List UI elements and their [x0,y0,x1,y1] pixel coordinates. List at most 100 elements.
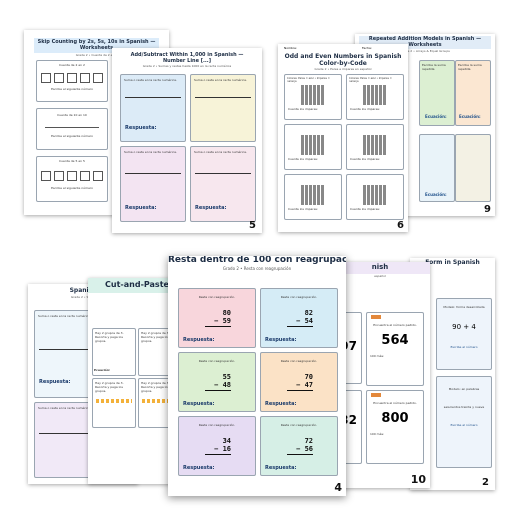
page-number: 2 [482,477,489,488]
worksheet-add-subtract: Add/Subtract Within 1,000 in Spanish — N… [112,48,262,233]
problem-card: Suma o resta en la recta numérica. Respu… [120,74,186,142]
sheet-title: nish [371,263,389,271]
color-card: Cuenta los impares: [284,174,342,220]
equation-label: Ecuación: [94,368,111,372]
minuend: 80 [222,309,231,317]
minuend: 82 [304,309,313,317]
subtrahend: − 54 [296,317,313,325]
model-card: Escribe la suma repetida [419,60,455,126]
answer-label: Respuesta: [125,125,157,131]
color-card: Cuenta los impares: [284,124,342,170]
model-card: Escribe la suma repetida [455,60,491,126]
answer-label: Respuesta: [195,205,227,211]
card-text: Suma o resta en la recta numérica. [194,150,247,154]
answer-label: Respuesta: [183,401,215,407]
card-heading: Cuenta de 10 en 10 [57,113,87,117]
answer-rule [287,390,313,391]
group-card: Hay 2 grupos de 3. Recorta y pega los gr… [92,378,136,428]
number-card: Encuentra el número pedido. 800 100 más: [366,390,424,464]
minuend: 34 [222,437,231,445]
card-text: Hay 2 grupos de 3. Recorta y pega los gr… [141,381,170,393]
card-label: Cuenta los impares: [288,157,318,161]
card-label: Modelo: forma desarrollada [443,305,485,309]
subtrahend: − 16 [214,445,231,453]
card-value: seiscientos treinta y nueve [443,405,485,409]
color-card: Cuenta los impares: [346,124,404,170]
subtraction-card: Resta con reagrupación. 55− 48 Respuesta: [178,352,256,412]
card-text: Resta con reagrupación. [280,423,318,427]
card-label: Cuenta los impares: [288,207,318,211]
card-text: Encuentra el número pedido. [373,323,417,327]
problem-card: Suma o resta en la recta numérica. Respu… [120,146,186,222]
card-text: Hay 2 grupos de 3. Recorta y pega los gr… [95,381,124,393]
worksheet-number-find: nish español 97 Encuentra el número pedi… [330,262,430,488]
page-number: 9 [484,204,491,215]
equation-label: Ecuación: [425,192,447,197]
sheet-subtitle: Grade 2 • Sumas y restas hasta 1000 en l… [142,64,232,68]
minuend: 70 [304,373,313,381]
sheet-subtitle: Grade 2 • Suma [70,294,96,299]
sheet-title: Resta dentro de 100 con reagrupación [168,256,346,265]
card-footer: 100 más: [370,432,385,436]
answer-rule [205,326,231,327]
subtrahend: − 59 [214,317,231,325]
page-number: 4 [334,481,342,494]
card-text: Suma o resta en la recta numérica. [194,78,247,82]
problem-card: Suma o resta en la recta numérica. [190,74,256,142]
sheet-title: Add/Subtract Within 1,000 in Spanish — N… [130,52,244,64]
skip-card: Cuenta de 10 en 10 Escribe el siguiente … [36,108,108,150]
card-text: Resta con reagrupación. [280,359,318,363]
equation-label: Ecuación: [425,114,447,119]
card-text: Resta con reagrupación. [198,359,236,363]
sheet-subtitle: Grado 2 • Resta con reagrupación [222,265,292,271]
skip-card: Cuenta de 5 en 5 Escribe el siguiente nú… [36,156,108,202]
answer-label: Respuesta: [265,401,297,407]
sheet-title: Repeated Addition Models in Spanish — Wo… [368,36,482,48]
card-text: Suma o resta en la recta numérica. [124,150,177,154]
problem-card: Suma o resta en la recta numérica. [34,402,96,478]
number-value: 800 [381,411,409,426]
color-card: Colorea: Pares = azul • Impares = naranj… [346,74,404,120]
answer-label: Respuesta: [39,379,71,385]
page-number: 10 [410,473,426,486]
subtrahend: − 56 [296,445,313,453]
card-text: Hay 2 grupos de 3. Recorta y pega los gr… [141,331,170,343]
card-prompt: Escribe el siguiente número [51,134,93,138]
sheet-subtitle: español [374,273,386,278]
card-text: Colorea: Pares = azul • Impares = naranj… [349,77,392,83]
card-text: Escribe la suma repetida [422,63,446,71]
answer-rule [287,326,313,327]
answer-label: Respuesta: [183,337,215,343]
sheet-subtitle: Grade 2 • Pares e impares en español [314,67,372,72]
subtraction-card: Resta con reagrupación. 80− 59 Respuesta: [178,288,256,348]
card-footer: 100 más: [370,354,385,358]
sheet-title: Skip Counting by 2s, 5s, 10s in Spanish … [37,39,156,51]
form-card: Modelo: en palabras seiscientos treinta … [436,376,492,468]
card-value: 90 + 4 [452,323,476,331]
group-card: Hay 2 grupos de 3. Recorta y pega los gr… [92,328,136,376]
card-prompt: Escribe el siguiente número [51,87,93,91]
sheet-subtitle: Grade 2 • Arrays & Equal Groups [400,49,450,53]
color-card: Colorea: Pares = azul • Impares = naranj… [284,74,342,120]
subtrahend: − 47 [296,381,313,389]
sheet-title: Spanish [69,287,97,294]
sheet-subtitle: Grade 2 • Cuenta de 2 en 2 [75,53,118,57]
page-number: 5 [249,220,256,231]
card-text: Colorea: Pares = azul • Impares = naranj… [287,77,330,83]
card-text: Suma o resta en la recta numérica. [38,406,91,410]
sheet-title: Form in Spanish [425,259,480,266]
card-text: Resta con reagrupación. [198,295,236,299]
card-label: Cuenta los impares: [350,207,380,211]
minuend: 55 [222,373,231,381]
subtraction-card: Resta con reagrupación. 70− 47 Respuesta: [260,352,338,412]
subtrahend: − 48 [214,381,231,389]
card-text: Suma o resta en la recta numérica. [38,314,91,318]
card-label: Cuenta los impares: [288,107,318,111]
card-label: Cuenta los impares: [350,107,380,111]
number-card: Encuentra el número pedido. 564 100 más: [366,312,424,386]
page-number: 6 [397,220,404,231]
answer-rule [205,454,231,455]
